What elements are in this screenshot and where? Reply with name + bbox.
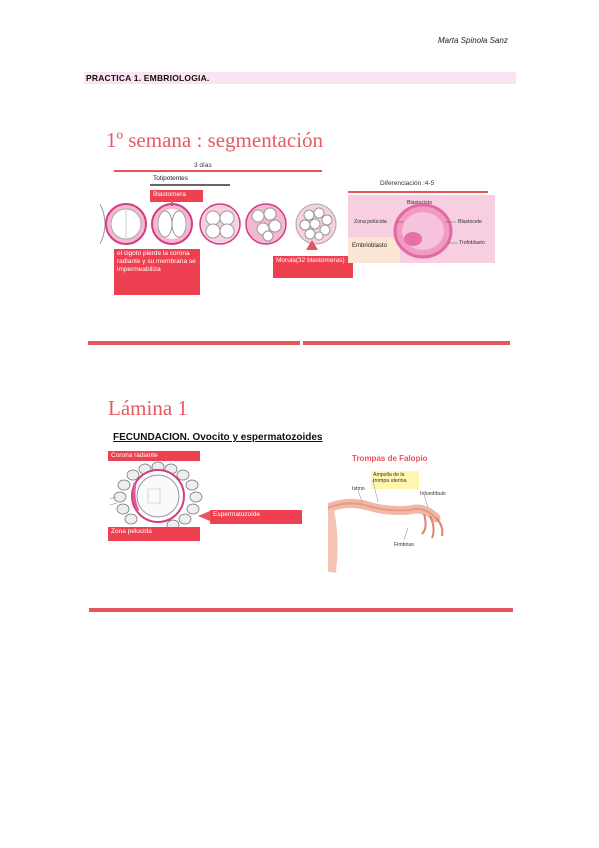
zygote-cell: [105, 203, 147, 245]
espermatozoide-label: Espermatozoide: [210, 510, 302, 524]
morula-label: Morula(32 blastomeras): [273, 256, 353, 278]
blastocyst-diagram: [393, 203, 458, 259]
section-highlight: [84, 72, 516, 84]
oocyte-diagram: [109, 461, 203, 531]
infundibulo-label: Infundíbulo: [420, 491, 446, 497]
istmo-label: Istmo: [352, 486, 365, 492]
slide2-subtitle: FECUNDACION. Ovocito y espermatozoides: [113, 432, 323, 443]
cigoto-note: el cigoto pierde la corona radiante y su…: [114, 249, 200, 295]
two-cell-stage: [151, 203, 193, 245]
divider-2: [89, 608, 513, 612]
eight-cell-stage: [245, 203, 287, 245]
slide1-title: 1º semana : segmentación: [106, 128, 324, 152]
section-title: PRACTICA 1. EMBRIOLOGIA.: [86, 73, 210, 83]
divider-1a: [88, 341, 300, 345]
diferenciacion-line: [348, 191, 488, 193]
corona-radiante-label: Corona radiante: [108, 451, 200, 461]
totipotentes-line: [150, 184, 230, 186]
embrioblasto-label: Embrioblasto: [352, 243, 388, 249]
blastomera-label: Blastomera: [150, 190, 203, 202]
blastocisto-label: Blastocisto: [407, 200, 433, 206]
ampolla-highlight: [371, 471, 419, 489]
blastocele-label: Blastocele: [458, 219, 482, 225]
trofoblasto-label: Trofoblasto: [459, 240, 485, 246]
embrioblasto-highlight: [348, 237, 400, 263]
days-line: [114, 170, 322, 172]
author-name: Marta Spinola Sanz: [438, 36, 508, 45]
divider-1b: [303, 341, 510, 345]
zona-pelucida-label-2: Zona pelucida: [108, 527, 200, 541]
trompas-title: Trompas de Falopio: [352, 454, 428, 463]
diferenciacion-label: Diferenciación :4-5: [380, 180, 435, 187]
segmentation-diagram: [100, 200, 337, 250]
ampolla-label: Ampolla de la trompa uterina: [373, 472, 407, 484]
fimbrias-label: Fimbrias: [394, 542, 414, 548]
arrow-espermatozoide: [198, 511, 210, 521]
totipotentes-label: Totipotentes: [153, 175, 189, 182]
fallopian-tube-diagram: [328, 480, 444, 573]
days-label: 3 días: [194, 162, 212, 169]
zona-pelucida-label-1: Zona pelúcida: [354, 219, 387, 225]
four-cell-stage: [199, 203, 241, 245]
morula-cell: [295, 203, 337, 245]
slide2-title: Lámina 1: [108, 396, 188, 420]
